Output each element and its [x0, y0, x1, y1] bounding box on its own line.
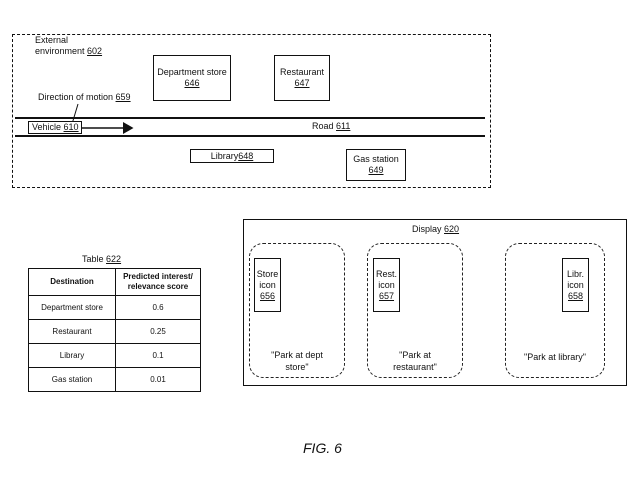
table-cell: Department store — [28, 295, 116, 320]
table-cell: 0.01 — [115, 367, 201, 392]
library-box: Library 648 — [190, 149, 274, 163]
table-cell: 0.6 — [115, 295, 201, 320]
external-environment-region — [12, 34, 491, 188]
table-header-row: Destination Predicted interest/ relevanc… — [28, 268, 201, 296]
display-panel-restaurant — [367, 243, 463, 378]
panel-caption: "Park at library" — [524, 352, 586, 362]
column-header: Destination — [28, 268, 116, 296]
direction-leader-line — [71, 103, 79, 125]
table-row: Library 0.1 — [28, 343, 201, 368]
panel-caption: "Park at restaurant" — [393, 350, 437, 372]
table-row: Gas station 0.01 — [28, 367, 201, 392]
gas-station-ref: 649 — [368, 165, 384, 175]
library-ref: 648 — [238, 150, 254, 161]
direction-of-motion-label: Direction of motion 659 — [38, 92, 131, 102]
display-panel-library — [505, 243, 605, 378]
display-label: Display 620 — [412, 224, 460, 234]
table-cell: Library — [28, 343, 116, 368]
column-header: Predicted interest/ relevance score — [115, 268, 201, 296]
table-row: Restaurant 0.25 — [28, 319, 201, 344]
library-icon: Libr. icon 658 — [562, 258, 589, 312]
table-row: Department store 0.6 — [28, 295, 201, 320]
department-store-box: Department store 646 — [153, 55, 231, 101]
figure-label: FIG. 6 — [303, 440, 342, 456]
store-icon: Store icon 656 — [254, 258, 281, 312]
department-store-ref: 646 — [184, 78, 200, 88]
panel-caption: "Park at dept store" — [271, 350, 323, 372]
external-environment-label: External environment 602 — [35, 35, 103, 56]
department-store-name: Department store — [157, 67, 227, 77]
restaurant-box: Restaurant 647 — [274, 55, 330, 101]
library-name: Library — [210, 150, 239, 161]
table-caption: Table 622 — [82, 254, 122, 264]
restaurant-icon: Rest. icon 657 — [373, 258, 400, 312]
table-cell: 0.1 — [115, 343, 201, 368]
restaurant-ref: 647 — [294, 78, 310, 88]
vehicle-box: Vehicle 610 — [28, 121, 82, 134]
restaurant-name: Restaurant — [279, 67, 325, 77]
road-label: Road 611 — [312, 121, 351, 131]
gas-station-name: Gas station — [353, 154, 399, 164]
table-cell: Gas station — [28, 367, 116, 392]
score-table: Destination Predicted interest/ relevanc… — [28, 268, 201, 392]
gas-station-box: Gas station 649 — [346, 149, 406, 181]
display-panel-dept-store — [249, 243, 345, 378]
table-cell: Restaurant — [28, 319, 116, 344]
table-cell: 0.25 — [115, 319, 201, 344]
